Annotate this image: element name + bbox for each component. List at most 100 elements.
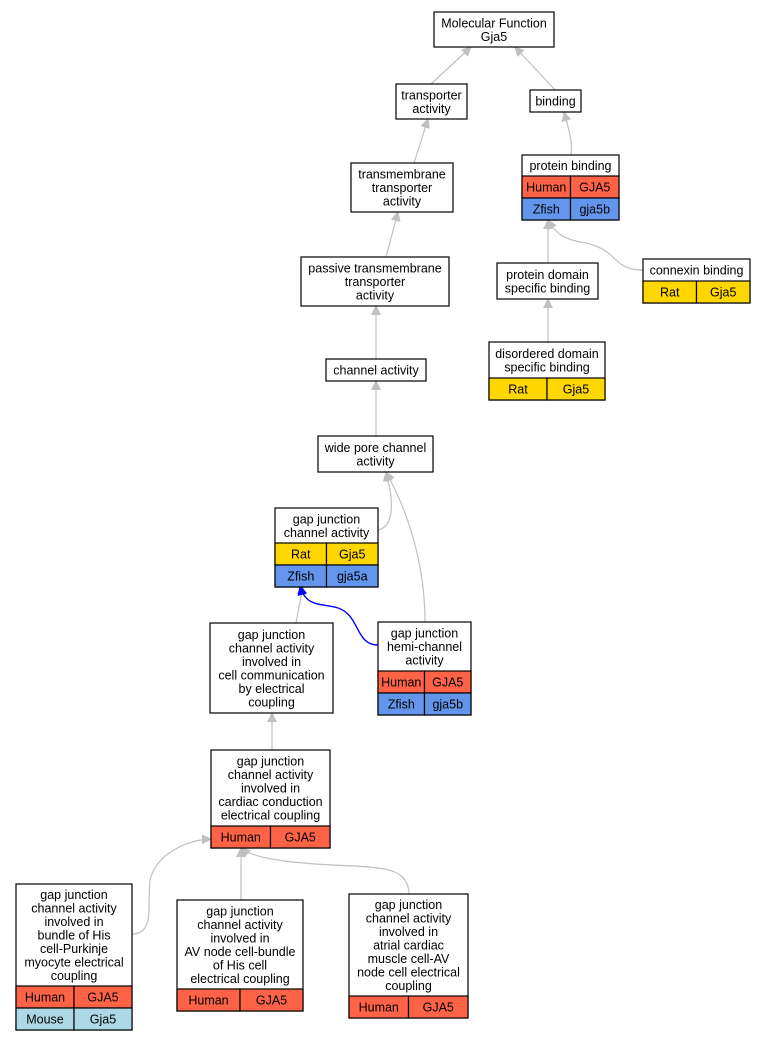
node-label-line: involved in <box>242 655 301 669</box>
gene-label[interactable]: Gja5 <box>339 548 365 562</box>
node-label-line: channel activity <box>284 526 370 540</box>
node-label-line: Molecular Function <box>441 16 547 30</box>
node-label-line: disordered domain <box>495 347 599 361</box>
node-box <box>300 256 450 307</box>
gene-cell[interactable] <box>73 1007 133 1031</box>
node-label-line: gap junction <box>40 888 107 902</box>
edge-connexin-to-protein_binding <box>547 219 644 271</box>
node-label-line: of His cell <box>213 958 267 972</box>
node-label-line: channel activity <box>229 641 315 655</box>
species-label: Human <box>526 181 566 195</box>
node-label-line: transporter <box>372 181 432 195</box>
node-box <box>350 162 454 213</box>
species-label: Human <box>221 831 261 845</box>
node-label-line: cardiac conduction <box>218 795 322 809</box>
gene-cell[interactable] <box>569 197 620 221</box>
gene-label[interactable]: gja5a <box>337 570 368 584</box>
node-label-line: protein binding <box>529 159 611 173</box>
node-label-line: gap junction <box>237 755 304 769</box>
gene-cell[interactable] <box>407 995 469 1019</box>
node-label-line: involved in <box>241 782 300 796</box>
node-box <box>529 89 582 113</box>
species-label: Rat <box>660 286 680 300</box>
gene-label[interactable]: Gja5 <box>90 1013 116 1027</box>
edge-gap_junction-to-wide_pore <box>377 471 393 531</box>
gene-cell[interactable] <box>546 377 606 401</box>
node-label-line: gap junction <box>293 512 360 526</box>
node-label-line: coupling <box>248 695 295 709</box>
node-label-line: electrical coupling <box>221 809 320 823</box>
gene-label[interactable]: gja5b <box>579 203 610 217</box>
node-label-line: connexin binding <box>650 264 744 278</box>
species-label: Zfish <box>388 698 415 712</box>
node-label-line: cell communication <box>218 668 324 682</box>
node-channel[interactable]: channel activity <box>325 358 427 382</box>
edge-transporter-to-mf <box>430 46 472 85</box>
node-label-line: atrial cardiac <box>373 939 444 953</box>
node-label-line: muscle cell-AV <box>368 952 450 966</box>
node-label-line: channel activity <box>197 918 283 932</box>
node-label-line: binding <box>535 95 575 109</box>
node-label-line: gap junction <box>206 904 273 918</box>
node-binding[interactable]: binding <box>529 89 582 113</box>
gene-label[interactable]: gja5b <box>432 698 463 712</box>
node-label-line: channel activity <box>31 902 117 916</box>
node-label-line: electrical coupling <box>190 972 289 986</box>
edge-hemi-to-wide_pore <box>385 471 426 623</box>
gene-label[interactable]: Gja5 <box>710 286 736 300</box>
node-label-line: transmembrane <box>358 168 446 182</box>
gene-label[interactable]: GJA5 <box>423 1001 454 1015</box>
gene-label[interactable]: GJA5 <box>432 676 463 690</box>
node-box <box>209 622 334 714</box>
node-box <box>395 83 468 120</box>
species-label: Human <box>188 994 228 1008</box>
gene-cell[interactable] <box>695 280 751 304</box>
species-label: Human <box>381 676 421 690</box>
gene-cell[interactable] <box>239 988 304 1012</box>
species-label: Zfish <box>533 203 560 217</box>
node-label-line: by electrical <box>239 682 305 696</box>
node-label-line: wide pore channel <box>324 441 426 455</box>
edge-atrial_av-to-cardiac <box>240 847 410 895</box>
node-box <box>325 358 427 382</box>
node-label-line: involved in <box>210 931 269 945</box>
gene-label[interactable]: GJA5 <box>87 991 118 1005</box>
gene-label[interactable]: GJA5 <box>256 994 287 1008</box>
node-label-line: bundle of His <box>38 929 111 943</box>
node-label-line: specific binding <box>505 281 591 295</box>
gene-label[interactable]: Gja5 <box>563 383 589 397</box>
node-label-line: gap junction <box>238 628 305 642</box>
gene-cell[interactable] <box>423 692 472 716</box>
node-label-line: cell-Purkinje <box>40 942 108 956</box>
node-label-line: channel activity <box>333 364 419 378</box>
gene-label[interactable]: GJA5 <box>579 181 610 195</box>
edge-binding-to-mf <box>514 46 556 91</box>
edge-transmembrane-to-transporter <box>413 118 431 164</box>
edge-his_purkinje-to-cardiac <box>131 834 212 935</box>
node-box <box>496 262 599 300</box>
node-label-line: node cell electrical <box>357 966 460 980</box>
node-label-line: channel activity <box>366 912 452 926</box>
gene-cell[interactable] <box>269 825 331 849</box>
edge-passive-to-transmembrane <box>385 211 401 258</box>
gene-label[interactable]: GJA5 <box>285 831 316 845</box>
species-label: Rat <box>508 383 528 397</box>
gene-cell[interactable] <box>325 564 379 588</box>
